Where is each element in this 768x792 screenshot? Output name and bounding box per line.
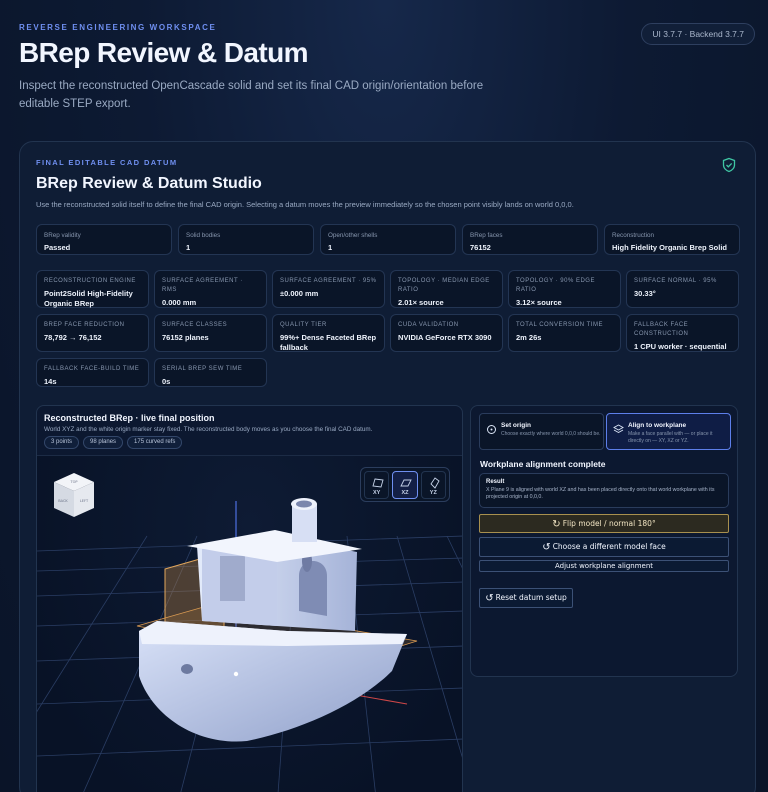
cube-left-label: LEFT xyxy=(80,499,89,503)
xy-plane-icon xyxy=(372,478,384,488)
metric-card: SURFACE AGREEMENT · 95%±0.000 mm xyxy=(272,270,385,308)
alignment-status: Workplane alignment complete xyxy=(480,459,606,469)
plane-xy-button[interactable]: XY xyxy=(364,471,390,499)
view-cube[interactable]: TOP BACK LEFT xyxy=(51,470,97,520)
datum-controls: Set origin Choose exactly where world 0,… xyxy=(470,405,738,677)
panel-description: Use the reconstructed solid itself to de… xyxy=(36,200,574,209)
plane-yz-button[interactable]: YZ xyxy=(420,471,446,499)
viewer-title: Reconstructed BRep · live final position xyxy=(44,413,215,423)
page-description: Inspect the reconstructed OpenCascade so… xyxy=(19,80,484,110)
chip-points: 3 points xyxy=(44,436,80,449)
undo-icon: ↺ xyxy=(542,542,551,553)
panel-eyebrow: FINAL EDITABLE CAD DATUM xyxy=(36,158,178,167)
page-title: BRep Review & Datum xyxy=(19,37,308,68)
flip-model-button[interactable]: ↻Flip model / normal 180° xyxy=(479,514,729,533)
chip-planes: 98 planes xyxy=(83,436,124,449)
workplane-selector: XY XZ YZ xyxy=(360,467,450,502)
adjust-alignment-button[interactable]: Adjust workplane alignment xyxy=(479,560,729,572)
metric-card: SURFACE NORMAL · 95%30.33° xyxy=(626,270,739,308)
choose-face-button[interactable]: ↺Choose a different model face xyxy=(479,537,729,557)
yz-plane-icon xyxy=(430,477,440,489)
rotate-icon: ↻ xyxy=(552,519,561,530)
cube-top-label: TOP xyxy=(69,480,77,484)
reset-datum-button[interactable]: ↺Reset datum setup xyxy=(479,588,573,608)
align-workplane-mode[interactable]: Align to workplane Make a face parallel … xyxy=(606,413,731,450)
panel-title: BRep Review & Datum Studio xyxy=(36,175,262,192)
viewport-scene[interactable] xyxy=(37,456,463,792)
crosshair-icon xyxy=(487,425,496,434)
version-badge: UI 3.7.7 · Backend 3.7.7 xyxy=(641,23,755,45)
layers-icon xyxy=(613,424,624,434)
viewer-description: World XYZ and the white origin marker st… xyxy=(44,426,373,433)
plane-xz-button[interactable]: XZ xyxy=(392,471,418,499)
chip-curved: 175 curved refs xyxy=(127,436,183,449)
result-box: Result X Plane 9 is aligned with world X… xyxy=(479,473,729,508)
cube-back-label: BACK xyxy=(58,499,68,503)
workspace-eyebrow: REVERSE ENGINEERING WORKSPACE xyxy=(19,23,217,32)
reset-icon: ↺ xyxy=(485,593,494,604)
viewport-canvas[interactable]: TOP BACK LEFT XY XZ YZ xyxy=(37,455,463,792)
brep-viewer: Reconstructed BRep · live final position… xyxy=(36,405,463,792)
datum-panel: FINAL EDITABLE CAD DATUM BRep Review & D… xyxy=(19,141,756,792)
ref-chips: 3 points 98 planes 175 curved refs xyxy=(44,436,183,449)
set-origin-mode[interactable]: Set origin Choose exactly where world 0,… xyxy=(479,413,604,450)
shield-check-icon xyxy=(722,157,736,173)
xz-plane-icon xyxy=(400,479,413,487)
